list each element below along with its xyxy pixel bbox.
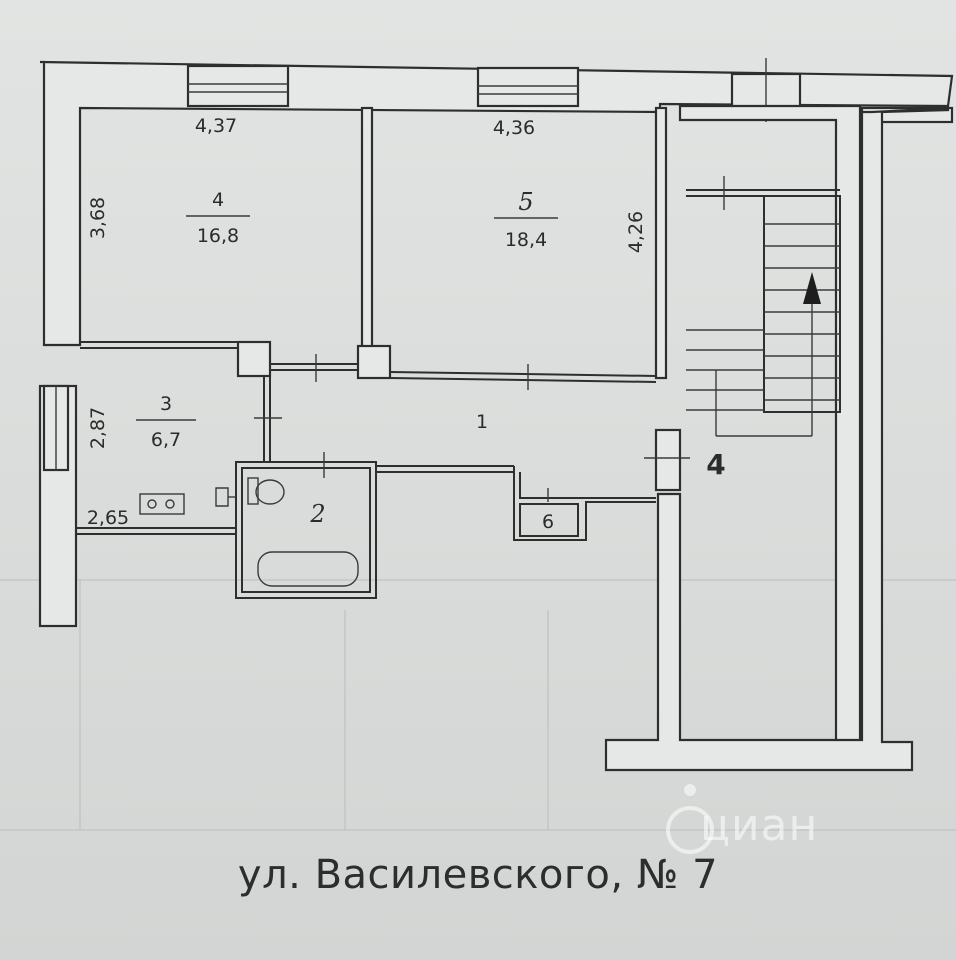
background-table-lines xyxy=(0,579,956,831)
street-caption: ул. Василевского, № 7 xyxy=(237,852,719,898)
stair-direction-arrow-icon xyxy=(803,272,821,304)
watermark-text: циан xyxy=(700,800,819,851)
closet-6 xyxy=(519,503,579,537)
exterior-walls xyxy=(38,58,954,628)
bathtub-icon xyxy=(257,551,359,587)
dimension-room5-width: 4,36 xyxy=(493,117,535,139)
fixtures xyxy=(139,477,359,587)
room-labels: 4 16,8 5 18,4 3 6,7 1 2 6 4 xyxy=(136,188,726,533)
room-5-area: 18,4 xyxy=(505,229,547,251)
dimension-room3-width: 2,65 xyxy=(87,507,129,529)
toilet-icon xyxy=(247,477,259,505)
room-3-area: 6,7 xyxy=(151,429,181,451)
dimension-room4-height: 3,68 xyxy=(87,197,109,239)
dimension-room5-height: 4,26 xyxy=(625,211,647,253)
stove-icon xyxy=(139,493,185,515)
room-1-number: 1 xyxy=(476,411,488,433)
dimension-room4-width: 4,37 xyxy=(195,115,237,137)
room-5-number: 5 xyxy=(518,188,533,216)
window-room-4 xyxy=(186,64,290,108)
dimension-labels: 4,37 4,36 3,68 4,26 2,87 2,65 xyxy=(87,115,647,529)
room-4-number: 4 xyxy=(212,189,224,211)
watermark-logo-icon xyxy=(666,784,714,854)
interior-walls xyxy=(76,106,682,599)
dimension-room3-height: 2,87 xyxy=(87,407,109,449)
stairwell xyxy=(604,104,954,772)
window-room-5 xyxy=(476,66,580,108)
room-6-number: 6 xyxy=(542,511,554,533)
room-3-number: 3 xyxy=(160,393,172,415)
door-marks xyxy=(254,354,690,502)
room-2-number: 2 xyxy=(309,500,325,528)
room-4-area: 16,8 xyxy=(197,225,239,247)
stair-label: 4 xyxy=(706,448,725,481)
sink-icon xyxy=(215,487,229,507)
